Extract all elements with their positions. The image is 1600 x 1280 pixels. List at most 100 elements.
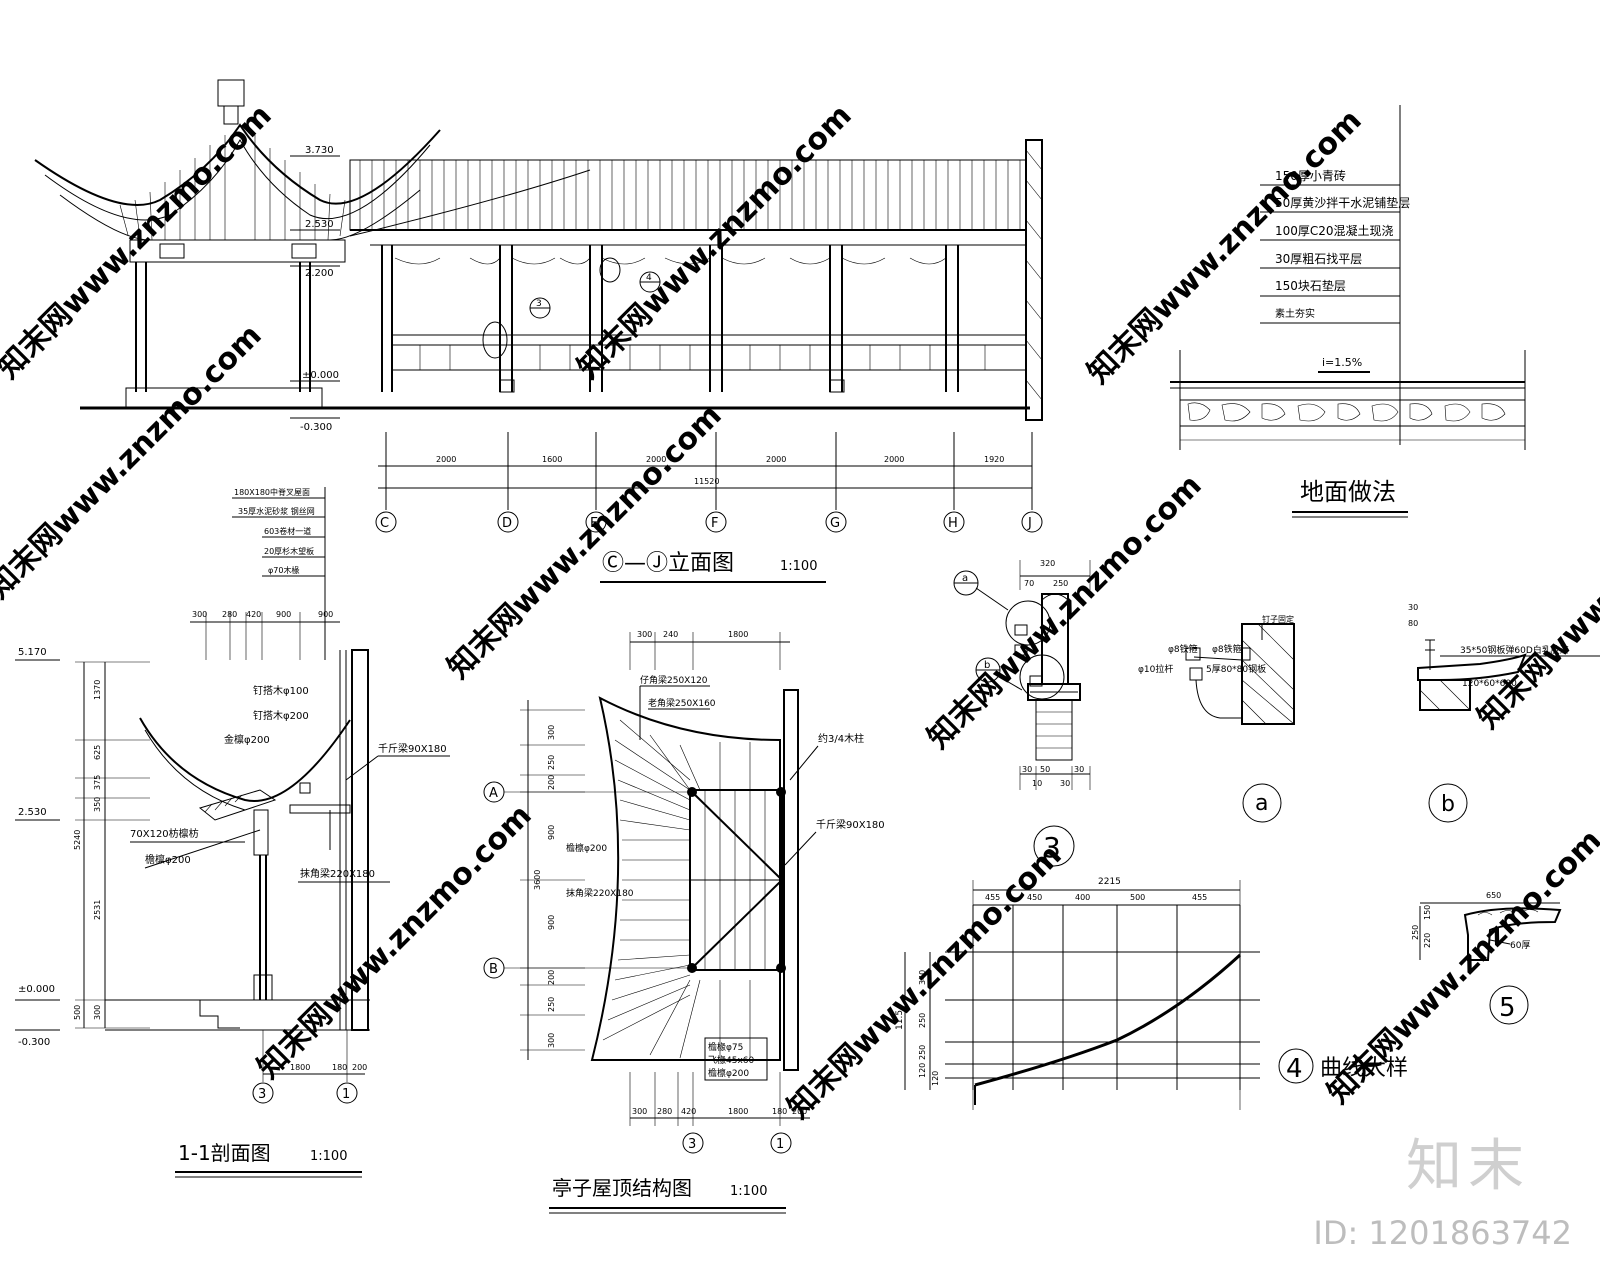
span-dim: 2000 bbox=[766, 455, 786, 464]
floor-layer: 30厚粗石找平层 bbox=[1275, 252, 1362, 266]
elevation-title: Ⓒ—Ⓙ立面图 bbox=[602, 551, 734, 576]
detail-number: 4 bbox=[1286, 1054, 1303, 1084]
watermark-text: 知末网www.znzmo.com bbox=[251, 798, 539, 1086]
detail3-dim: 70 bbox=[1024, 579, 1034, 588]
watermark-text: 知末网www.znzmo.com bbox=[571, 98, 859, 386]
detail3-dim: 250 bbox=[1053, 579, 1068, 588]
top-dim: 900 bbox=[318, 610, 333, 619]
floor-layer: 150厚小青砖 bbox=[1275, 168, 1346, 183]
curve-col-dim: 500 bbox=[1130, 893, 1145, 902]
detailB-label: 35*50钢板弹60D白乳胶漆 bbox=[1460, 644, 1569, 656]
detail5-dim: 650 bbox=[1486, 891, 1501, 900]
section-note: 20厚杉木望板 bbox=[264, 546, 314, 556]
detailA-label: 5厚80*80钢板 bbox=[1206, 663, 1266, 675]
level-mark: 3.730 bbox=[305, 145, 334, 156]
left-dim: 500 bbox=[73, 1005, 82, 1020]
section-label: 钉搭木φ200 bbox=[253, 709, 309, 722]
detail-5: 650 250 150 220 60厚 5 bbox=[1411, 891, 1562, 1025]
level-mark: ±0.000 bbox=[302, 370, 339, 381]
curve-title: 曲线大样 bbox=[1320, 1056, 1408, 1081]
axis-label: 3 bbox=[258, 1087, 266, 1102]
bottom-dim: 200 bbox=[352, 1063, 367, 1072]
roof-label: 抹角梁220X180 bbox=[566, 887, 634, 899]
axis-label: G bbox=[830, 516, 840, 531]
detail5-dim: 220 bbox=[1423, 933, 1432, 948]
level-mark: 2.200 bbox=[305, 268, 334, 279]
section-label: 70X120枋檩枋 bbox=[130, 827, 199, 840]
detail3-bottom-dim: 30 bbox=[1074, 765, 1084, 774]
section-label: 抹角梁220X180 bbox=[300, 867, 375, 880]
detail5-dim: 150 bbox=[1423, 905, 1432, 920]
section-drawing: 180X180中脊叉屋面 35厚水泥砂浆 钢丝网 603卷材一道 20厚杉木望板… bbox=[15, 487, 450, 1178]
curve-total-height: 11.5 bbox=[895, 1010, 905, 1030]
detail3-callout: a bbox=[962, 573, 968, 584]
section-level: 2.530 bbox=[18, 807, 47, 818]
detail-3: 320 70 250 a b 30 50 30 10 30 bbox=[953, 559, 1091, 867]
floor-layer: 素土夯实 bbox=[1275, 307, 1315, 320]
curve-col-dim: 400 bbox=[1075, 893, 1090, 902]
floor-layer: 100厚C20混凝土现浇 bbox=[1275, 223, 1394, 238]
roof-scale: 1:100 bbox=[730, 1184, 767, 1199]
elevation-drawing: 3 4 3.730 2.530 2.200 ±0.000 -0.300 2000… bbox=[34, 79, 1043, 583]
curve-row-dim: 250 bbox=[918, 1013, 927, 1028]
roof-bottom-dim: 180 bbox=[772, 1107, 787, 1116]
total-dim: 11520 bbox=[694, 477, 719, 486]
detail-letter: a bbox=[1255, 791, 1268, 816]
left-dim: 375 bbox=[93, 775, 102, 790]
detailB-label: 30 bbox=[1408, 603, 1418, 612]
span-dim: 2000 bbox=[436, 455, 456, 464]
detailA-label: 钉子固定 bbox=[1262, 614, 1294, 624]
roof-label: 檐檩φ200 bbox=[566, 842, 607, 854]
axis-label: C bbox=[380, 516, 389, 531]
detail3-callout: b bbox=[984, 660, 990, 671]
section-scale: 1:100 bbox=[310, 1149, 347, 1164]
floor-layer: 150块石垫层 bbox=[1275, 278, 1346, 293]
detailA-label: φ10拉杆 bbox=[1138, 663, 1173, 675]
section-title: 1-1剖面图 bbox=[178, 1141, 271, 1165]
detail3-bottom-dim: 50 bbox=[1040, 765, 1050, 774]
roof-top-dim: 300 bbox=[637, 630, 652, 639]
detailB-label: 120*60*600 bbox=[1462, 679, 1517, 689]
span-dim: 2000 bbox=[646, 455, 666, 464]
roof-left-dim: 250 bbox=[547, 755, 556, 770]
detail-number: 5 bbox=[1499, 993, 1516, 1023]
roof-label: 檐檩φ200 bbox=[708, 1067, 749, 1079]
left-dim: 350 bbox=[93, 797, 102, 812]
curve-detail: 2215 455 450 400 500 455 340 250 250 120… bbox=[895, 877, 1408, 1110]
floor-layer: 50厚黄沙拌干水泥铺垫层 bbox=[1275, 195, 1410, 210]
roof-title: 亭子屋顶结构图 bbox=[552, 1176, 692, 1200]
axis-label: A bbox=[489, 786, 498, 801]
section-level: ±0.000 bbox=[18, 984, 55, 995]
callout-number: 4 bbox=[646, 273, 652, 283]
left-dim: 1370 bbox=[93, 680, 102, 700]
roof-label: 千斤梁90X180 bbox=[816, 818, 885, 831]
roof-left-dim: 3600 bbox=[533, 870, 542, 890]
section-note: 180X180中脊叉屋面 bbox=[234, 487, 310, 497]
section-label: 金檩φ200 bbox=[224, 733, 270, 746]
roof-left-dim: 900 bbox=[547, 915, 556, 930]
detail-letter: b bbox=[1441, 792, 1455, 817]
section-note: φ70木椽 bbox=[268, 565, 299, 575]
section-level: 5.170 bbox=[18, 647, 47, 658]
detail-b: 35*50钢板弹60D白乳胶漆 120*60*600 30 80 b bbox=[1408, 603, 1600, 823]
span-dim: 1600 bbox=[542, 455, 562, 464]
watermark-text: 知末网www.znzmo.com bbox=[0, 318, 269, 606]
level-mark: 2.530 bbox=[305, 219, 334, 230]
watermark-text: 知末网www.znzmo.com bbox=[1081, 103, 1369, 391]
roof-left-dim: 300 bbox=[547, 725, 556, 740]
curve-row-dim: 250 bbox=[918, 1045, 927, 1060]
detail5-label: 60厚 bbox=[1510, 940, 1530, 951]
section-note: 35厚水泥砂浆 钢丝网 bbox=[238, 506, 315, 516]
roof-label: 约3/4木柱 bbox=[818, 732, 864, 745]
section-level: -0.300 bbox=[18, 1037, 50, 1048]
detail3-bottom-dim: 30 bbox=[1022, 765, 1032, 774]
roof-top-dim: 240 bbox=[663, 630, 678, 639]
detailA-label: φ8铁箍 bbox=[1212, 643, 1242, 655]
axis-label: H bbox=[948, 516, 958, 531]
roof-bottom-dim: 200 bbox=[792, 1107, 807, 1116]
curve-col-dim: 455 bbox=[1192, 893, 1207, 902]
span-dim: 1920 bbox=[984, 455, 1004, 464]
left-dim: 300 bbox=[93, 1005, 102, 1020]
level-mark: -0.300 bbox=[300, 422, 332, 433]
axis-label: 1 bbox=[342, 1087, 350, 1102]
